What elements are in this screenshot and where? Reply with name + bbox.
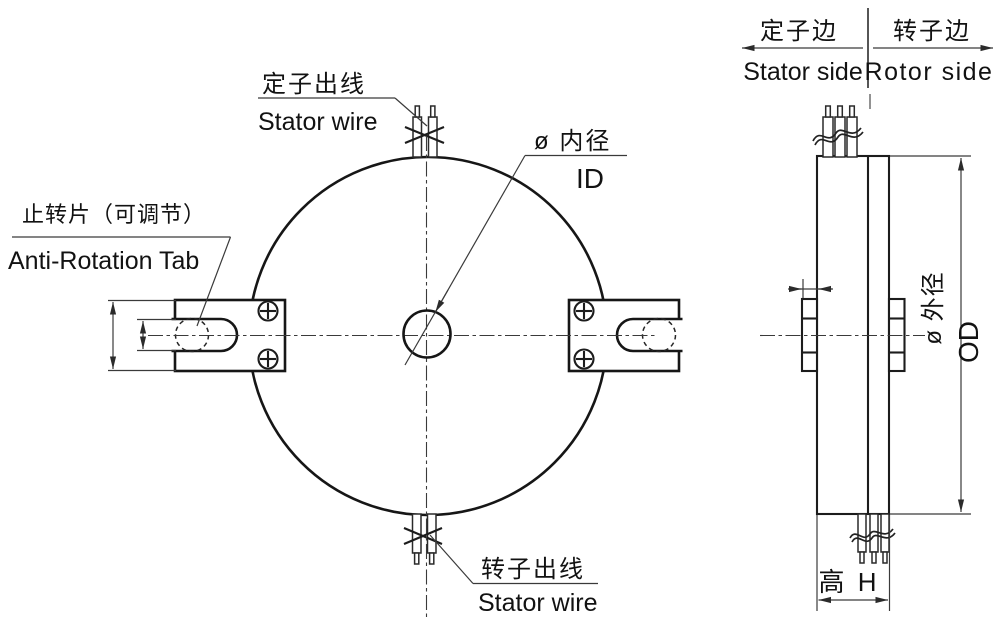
stator-wires-top bbox=[404, 105, 445, 158]
leader-arrow-icon bbox=[434, 289, 449, 313]
tab-dimensions bbox=[108, 299, 176, 372]
tab-thickness-dimension bbox=[788, 279, 833, 298]
leader-line bbox=[404, 155, 526, 366]
wire-break-icon bbox=[849, 528, 896, 543]
callout-inner-diameter: ø 内径 ID bbox=[404, 128, 627, 366]
wire-break-icon bbox=[404, 126, 445, 144]
rotor-side-label-zh: 转子边 bbox=[893, 18, 971, 45]
leader-line bbox=[429, 534, 474, 584]
header-legend: 定子边 Stator side 转子边 Rotor side bbox=[742, 8, 993, 88]
anti-rotation-en: Anti-Rotation Tab bbox=[8, 247, 199, 275]
stator-wire-top-en: Stator wire bbox=[258, 108, 377, 136]
od-dimension: ø 外径 OD bbox=[890, 155, 984, 515]
rotor-wires-bottom bbox=[403, 513, 443, 565]
side-rotor-wires-bottom bbox=[849, 513, 896, 564]
anti-rotation-zh: 止转片（可调节） bbox=[22, 202, 206, 227]
inner-diameter-zh: ø 内径 bbox=[534, 128, 611, 155]
callout-anti-rotation: 止转片（可调节） Anti-Rotation Tab bbox=[8, 202, 232, 327]
height-dimension: 高 H bbox=[816, 515, 891, 611]
stator-side-label-en: Stator side bbox=[743, 58, 863, 86]
screw-icon bbox=[573, 348, 595, 370]
od-label-en: OD bbox=[953, 321, 984, 363]
front-view bbox=[108, 105, 683, 620]
rotor-side-label-en: Rotor side bbox=[865, 58, 994, 86]
inner-bore-circle bbox=[402, 309, 452, 359]
callout-stator-wire-top: 定子出线 Stator wire bbox=[258, 71, 428, 136]
wire-break-icon bbox=[812, 127, 864, 146]
inner-diameter-en: ID bbox=[576, 163, 604, 194]
side-body bbox=[815, 154, 891, 516]
side-stator-wires-top bbox=[812, 105, 864, 158]
leader-line bbox=[196, 236, 232, 327]
height-label: 高 H bbox=[818, 567, 879, 597]
stator-wire-top-zh: 定子出线 bbox=[262, 71, 366, 98]
rotor-wire-bottom-zh: 转子出线 bbox=[481, 556, 585, 583]
leader-line bbox=[394, 97, 428, 127]
side-view: ø 外径 OD 高 H bbox=[760, 94, 984, 611]
screw-icon bbox=[257, 348, 279, 370]
rotor-wire-bottom-en: Stator wire bbox=[478, 589, 597, 617]
stator-side-label-zh: 定子边 bbox=[760, 18, 838, 45]
callout-rotor-wire-bottom: 转子出线 Stator wire bbox=[429, 534, 598, 617]
screw-icon bbox=[257, 300, 279, 322]
od-label-zh: ø 外径 bbox=[920, 271, 947, 344]
screw-icon bbox=[573, 300, 595, 322]
